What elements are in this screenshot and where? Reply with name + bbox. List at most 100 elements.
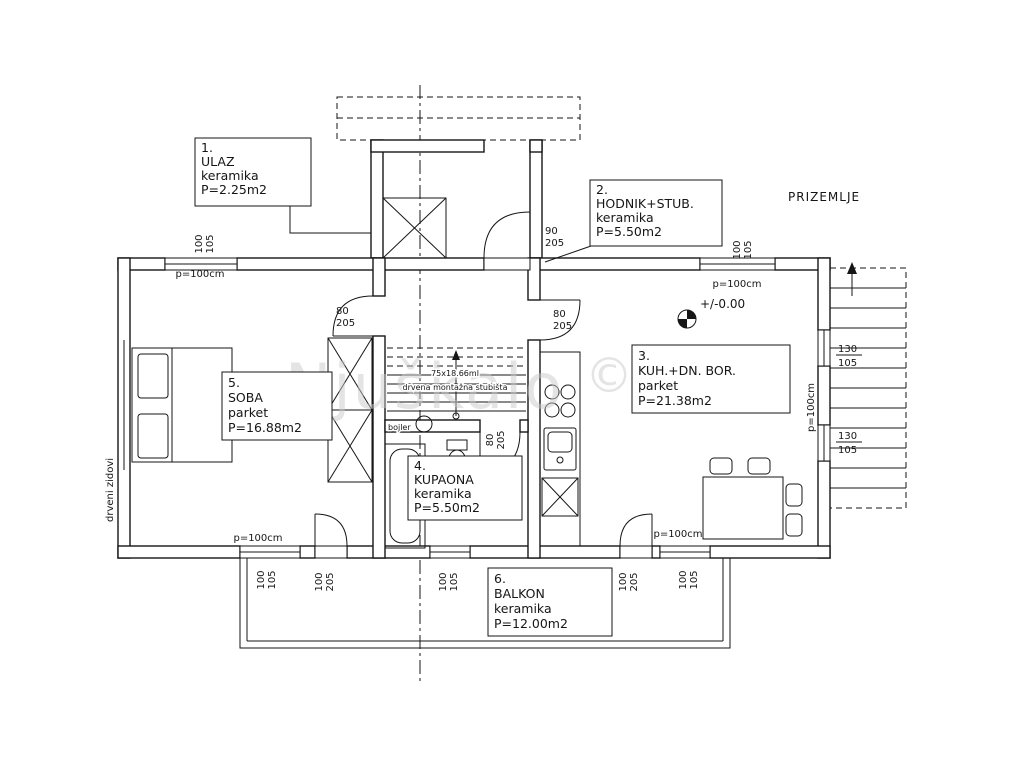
svg-text:100: 100 bbox=[678, 570, 689, 589]
svg-text:p=100cm: p=100cm bbox=[806, 383, 817, 432]
wall-segment bbox=[709, 545, 831, 559]
window bbox=[659, 545, 711, 559]
window bbox=[429, 545, 471, 559]
room-label-kuh: 3. KUH.+DN. BOR. parket P=21.38m2 bbox=[631, 344, 791, 414]
room-number: 3. bbox=[638, 348, 650, 363]
room-number: 6. bbox=[494, 571, 506, 586]
room-name: ULAZ bbox=[201, 154, 235, 169]
sink bbox=[543, 427, 577, 471]
wall-segment bbox=[370, 139, 384, 259]
stairs-interior bbox=[387, 347, 526, 420]
room-number: 2. bbox=[596, 182, 608, 197]
dim-window: 130 105 bbox=[836, 431, 862, 456]
dim-window: 100 105 bbox=[194, 234, 216, 253]
svg-text:100: 100 bbox=[314, 572, 325, 591]
room-labels: 1. ULAZ keramika P=2.25m2 2. HODNIK+STUB… bbox=[194, 137, 791, 637]
dim-window: 100 105 bbox=[256, 570, 278, 589]
room-finish: parket bbox=[228, 405, 268, 420]
room-name: BALKON bbox=[494, 586, 545, 601]
wall-segment bbox=[117, 545, 241, 559]
room-name: HODNIK+STUB. bbox=[596, 196, 694, 211]
dim-door: 80 205 bbox=[485, 430, 507, 449]
windows bbox=[164, 257, 831, 559]
kitchen-unit bbox=[539, 351, 581, 547]
dim-window: 100 105 bbox=[678, 570, 700, 589]
interior-walls bbox=[372, 257, 541, 559]
svg-text:80: 80 bbox=[485, 434, 496, 447]
room-area: P=16.88m2 bbox=[228, 420, 302, 435]
wall-segment bbox=[817, 365, 831, 426]
svg-text:100: 100 bbox=[194, 234, 205, 253]
wall-segment bbox=[817, 460, 831, 559]
room-label-hodnik: 2. HODNIK+STUB. keramika P=5.50m2 bbox=[589, 179, 723, 247]
svg-text:100: 100 bbox=[256, 570, 267, 589]
room-label-kupaona: 4. KUPAONA keramika P=5.50m2 bbox=[407, 455, 523, 521]
wall-segment bbox=[469, 545, 621, 559]
stairs-exterior bbox=[829, 262, 907, 509]
watermark-mark: © bbox=[585, 348, 633, 404]
wall-segment bbox=[299, 545, 316, 559]
room-area: P=5.50m2 bbox=[596, 224, 662, 239]
room-label-ulaz: 1. ULAZ keramika P=2.25m2 bbox=[194, 137, 312, 207]
door-arc bbox=[332, 295, 374, 337]
svg-text:105: 105 bbox=[267, 570, 278, 589]
svg-text:80: 80 bbox=[336, 306, 349, 317]
level-text: +/-0.00 bbox=[700, 297, 745, 311]
wall-segment bbox=[529, 139, 543, 259]
dining-set bbox=[702, 457, 803, 540]
svg-text:130: 130 bbox=[838, 344, 857, 355]
wall-segment bbox=[372, 257, 386, 297]
svg-text:105: 105 bbox=[838, 358, 857, 369]
room-name: KUH.+DN. BOR. bbox=[638, 363, 736, 378]
svg-text:105: 105 bbox=[449, 572, 460, 591]
room-area: P=21.38m2 bbox=[638, 393, 712, 408]
dim-door: 100 205 bbox=[618, 572, 640, 591]
boiler-icon bbox=[415, 415, 433, 433]
svg-text:205: 205 bbox=[496, 430, 507, 449]
wall-segment bbox=[236, 257, 485, 271]
room-label-soba: 5. SOBA parket P=16.88m2 bbox=[221, 371, 333, 441]
parapet-note: p=100cm bbox=[712, 279, 761, 290]
parapet-note: p=100cm bbox=[233, 533, 282, 544]
window bbox=[817, 329, 831, 367]
chair bbox=[785, 513, 803, 537]
dimension-labels: 100 105 100 105 80 205 100 105 100 205 1… bbox=[175, 226, 862, 592]
dim-door: 90 205 bbox=[545, 226, 564, 249]
parapet-note: p=100cm bbox=[175, 269, 224, 280]
balcony-outline bbox=[239, 557, 731, 649]
svg-text:205: 205 bbox=[629, 572, 640, 591]
svg-text:205: 205 bbox=[325, 572, 336, 591]
room-number: 4. bbox=[414, 458, 426, 473]
level-marker: +/-0.00 bbox=[677, 297, 745, 329]
wall-segment bbox=[384, 419, 481, 433]
room-area: P=2.25m2 bbox=[201, 182, 267, 197]
door-threshold bbox=[483, 257, 531, 271]
wall-segment bbox=[529, 139, 543, 153]
room-name: KUPAONA bbox=[414, 472, 474, 487]
svg-text:80: 80 bbox=[553, 309, 566, 320]
window bbox=[699, 257, 776, 271]
doors bbox=[314, 211, 653, 559]
balcony bbox=[239, 557, 731, 649]
room-finish: parket bbox=[638, 378, 678, 393]
chair bbox=[747, 457, 771, 475]
toilet-tank bbox=[446, 439, 468, 451]
svg-text:100: 100 bbox=[732, 240, 743, 259]
wall-segment bbox=[817, 257, 831, 331]
plan-notes: 75x18.66ml drvena montažna stubišta bojl… bbox=[105, 368, 509, 523]
stair-arrow-icon bbox=[847, 262, 857, 274]
svg-text:drveni zidovi: drveni zidovi bbox=[105, 458, 116, 522]
leader-line-ulaz bbox=[289, 206, 371, 234]
wall-segment bbox=[529, 257, 701, 271]
room-number: 5. bbox=[228, 375, 240, 390]
room-area: P=5.50m2 bbox=[414, 500, 480, 515]
window bbox=[817, 424, 831, 462]
door-arc bbox=[539, 299, 581, 341]
entrance-mat bbox=[382, 197, 447, 259]
wall-segment bbox=[527, 257, 541, 301]
door-arc bbox=[483, 211, 531, 259]
svg-text:105: 105 bbox=[205, 234, 216, 253]
svg-text:205: 205 bbox=[336, 318, 355, 329]
room-name: SOBA bbox=[228, 390, 263, 405]
